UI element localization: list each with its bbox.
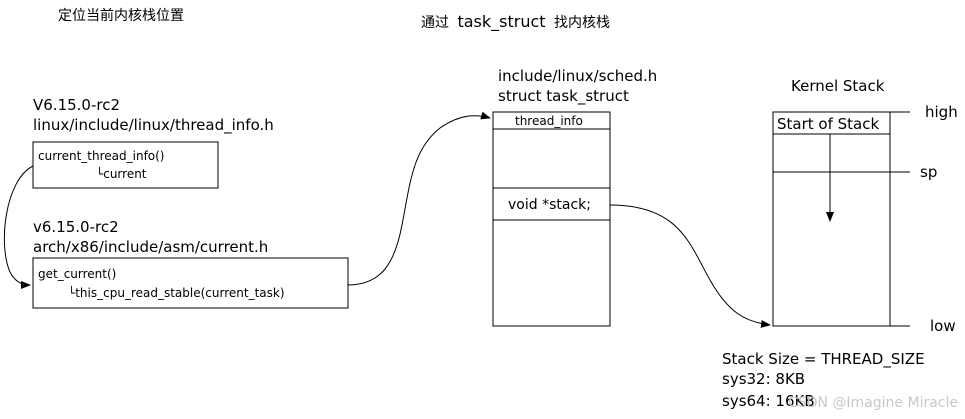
thread-info-sub: └current: [96, 166, 147, 181]
sys32-line: sys32: 8KB: [722, 370, 805, 388]
start-of-stack-label: Start of Stack: [777, 115, 879, 133]
task-struct-box: [492, 111, 611, 327]
high-label: high: [925, 103, 958, 121]
center-title-prefix: 通过: [421, 15, 449, 31]
kernel-stack-box: [772, 111, 891, 327]
center-title-suffix: 找内核栈: [554, 15, 610, 31]
sp-label: sp: [920, 163, 937, 181]
thread-info-func: current_thread_info(): [38, 149, 165, 163]
thread-info-path: linux/include/linux/thread_info.h: [33, 116, 274, 135]
connector-stack-to-low: [609, 204, 771, 328]
task-struct-field-stack: void *stack;: [508, 197, 591, 213]
connector-thread-info-to-current: [3, 165, 34, 289]
sys64-line: sys64: 16KB: [722, 392, 815, 410]
low-label: low: [930, 317, 956, 335]
connector-current-to-task-struct: [347, 111, 491, 286]
task-struct-header-file: include/linux/sched.h: [498, 67, 657, 85]
current-sub: └this_cpu_read_stable(current_task): [68, 285, 285, 300]
kernel-stack-title: Kernel Stack: [791, 77, 885, 95]
watermark: CSDN @Imagine Miracle: [788, 395, 958, 411]
center-title: 通过 task_struct 找内核栈: [421, 12, 610, 32]
left-title: 定位当前内核栈位置: [58, 7, 184, 24]
task-struct-field-thread-info: thread_info: [515, 114, 583, 128]
current-version: v6.15.0-rc2: [33, 218, 119, 236]
current-path: arch/x86/include/asm/current.h: [33, 238, 268, 256]
current-box: [32, 257, 349, 309]
current-func: get_current(): [38, 267, 116, 281]
task-struct-header-struct: struct task_struct: [498, 87, 629, 106]
thread-info-version: V6.15.0-rc2: [33, 96, 120, 114]
thread-info-box: [32, 141, 219, 189]
stack-size-line: Stack Size = THREAD_SIZE: [722, 350, 925, 369]
center-title-code: task_struct: [457, 12, 545, 32]
